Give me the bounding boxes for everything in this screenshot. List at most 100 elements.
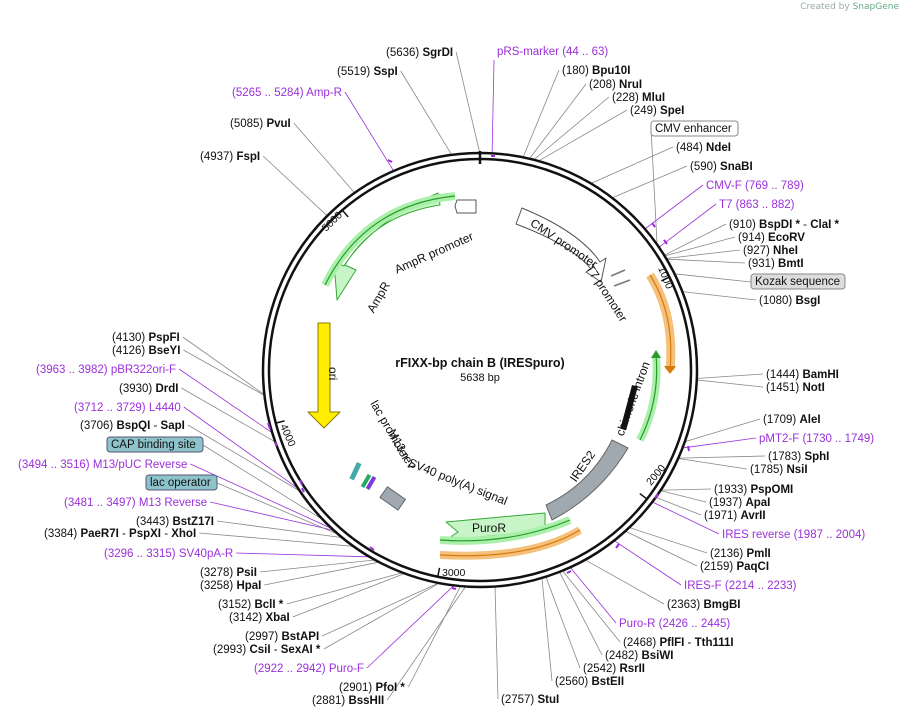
tick-label: 3000: [442, 567, 466, 579]
enzyme-site-label: (208) NruI: [589, 79, 642, 91]
site-text: (1080) BsgI: [759, 295, 820, 307]
enzyme-site-label: (2993) CsiI - SexAI *: [213, 644, 321, 656]
leader-line: [559, 572, 603, 656]
primer-leader-line: [344, 91, 394, 171]
enzyme-site-label: (5636) SgrDI: [386, 47, 453, 59]
site-name: BspQI: [116, 420, 150, 432]
site-text: (2468) PflFI - Tth111I: [623, 637, 734, 649]
site-position: (3142): [229, 612, 265, 624]
plasmid-name: rFIXX-bp chain B (IRESpuro): [395, 356, 564, 370]
site-text: (180) Bpu10I: [562, 65, 630, 77]
primer-text: (3712 .. 3729) L4440: [74, 402, 181, 414]
site-separator: -: [684, 637, 694, 649]
primer-text: (2922 .. 2942) Puro-F: [254, 663, 364, 675]
site-name: BstAPI: [281, 631, 319, 643]
enzyme-site-label: (2997) BstAPI: [245, 631, 319, 643]
site-position: (1971): [704, 510, 740, 522]
leader-line: [591, 146, 674, 184]
primer-range: (2214 .. 2233): [725, 580, 797, 592]
leader-line: [199, 532, 352, 547]
ampr-label: AmpR: [364, 279, 393, 315]
site-name: BstZ17I: [172, 516, 214, 528]
site-separator: -: [161, 528, 171, 540]
primer-leader-line: [210, 501, 333, 531]
primer-leader-line: [645, 184, 704, 229]
site-name: NotI: [802, 382, 824, 394]
site-position: (2757): [501, 694, 537, 706]
primer-leader-line: [653, 502, 720, 535]
primer-label: IRES reverse (1987 .. 2004): [722, 529, 865, 541]
lac-operator-marker: [360, 473, 372, 489]
leader-line: [661, 490, 707, 503]
enzyme-site-label: (484) NdeI: [676, 142, 731, 154]
leader-line: [262, 155, 327, 216]
site-position: (180): [562, 65, 592, 77]
boxed-leader-line: [675, 273, 752, 283]
site-position: (931): [748, 258, 778, 270]
leader-line: [183, 349, 264, 396]
site-text: (2542) RsrII: [583, 663, 645, 675]
site-position: (3706): [80, 420, 116, 432]
enzyme-site-label: (1783) SphI: [768, 451, 829, 463]
primer-text: IRES reverse (1987 .. 2004): [722, 529, 865, 541]
leader-line: [216, 520, 341, 538]
primer-range: (2922 .. 2942): [254, 663, 329, 675]
site-text: (914) EcoRV: [738, 232, 805, 244]
cmv-enhancer-label: CMV enhancer: [655, 123, 732, 135]
site-name: DrdI: [155, 383, 178, 395]
site-position: (2560): [555, 676, 591, 688]
primer-range: (3963 .. 3982): [36, 364, 111, 376]
orange-line-bottom-stroke: [439, 529, 581, 557]
site-name: FspI: [236, 151, 260, 163]
enzyme-site-label: (2542) RsrII: [583, 663, 645, 675]
m13-rev-marker: [365, 475, 377, 491]
enzyme-site-label: (2136) PmlI: [710, 548, 771, 560]
enzyme-site-label: (1937) ApaI: [709, 497, 770, 509]
site-text: (3930) DrdI: [119, 383, 178, 395]
cmv-promoter-arrow: [515, 207, 607, 283]
snapgene-credit: Created by SnapGene: [800, 2, 899, 12]
kozak-box: [750, 273, 846, 290]
primer-range: (5265 .. 5284): [232, 87, 306, 99]
site-name: ApaI: [745, 497, 770, 509]
site-name: NruI: [619, 79, 642, 91]
green-feature-line: [639, 354, 658, 441]
site-text: (4130) PspFI: [112, 332, 180, 344]
primer-range: (3494 .. 3516): [18, 459, 93, 471]
cap-box: [106, 436, 204, 453]
leader-line: [679, 455, 766, 459]
site-position: (4130): [112, 332, 148, 344]
primer-name: M13 Reverse: [139, 497, 207, 509]
site-text: (2881) BssHII: [312, 695, 384, 707]
leader-line: [187, 424, 299, 491]
site-name: SnaBI: [720, 161, 753, 173]
site-text: (3142) XbaI: [229, 612, 290, 624]
site-text: (5085) PvuI: [230, 118, 291, 130]
primer-text: (5265 .. 5284) Amp-R: [232, 87, 342, 99]
enzyme-site-label: (4126) BseYI: [112, 345, 180, 357]
site-text: (3384) PaeR7I - PspXI - XhoI: [44, 528, 196, 540]
site-separator: -: [800, 219, 810, 231]
primer-label: IRES-F (2214 .. 2233): [684, 580, 797, 592]
site-name: SgrDI: [422, 47, 453, 59]
primer-name: T7: [719, 199, 736, 211]
enzyme-site-label: (228) MluI: [612, 92, 665, 104]
site-position: (2542): [583, 663, 619, 675]
site-position: (910): [729, 219, 759, 231]
leader-line: [683, 291, 757, 301]
primer-name: Puro-R: [619, 618, 659, 630]
site-text: (1971) AvrII: [704, 510, 766, 522]
boxed-leader-line: [216, 482, 336, 534]
site-position: (1451): [766, 382, 802, 394]
leader-line: [259, 559, 374, 573]
site-name: BamHI: [802, 369, 838, 381]
leader-line: [293, 122, 355, 193]
primer-text: Puro-R (2426 .. 2445): [619, 618, 730, 630]
enzyme-site-label: (2560) BstEII: [555, 676, 624, 688]
boxed-labels: CMV enhancer Kozak sequence CAP binding …: [106, 120, 846, 491]
ampr-promoter-label: AmpR promoter: [392, 229, 475, 276]
primer-name: IRES reverse: [722, 529, 794, 541]
primer-range: (1987 .. 2004): [794, 529, 866, 541]
site-text: (910) BspDI * - ClaI *: [729, 219, 839, 231]
enzyme-site-label: (3258) HpaI: [200, 580, 261, 592]
